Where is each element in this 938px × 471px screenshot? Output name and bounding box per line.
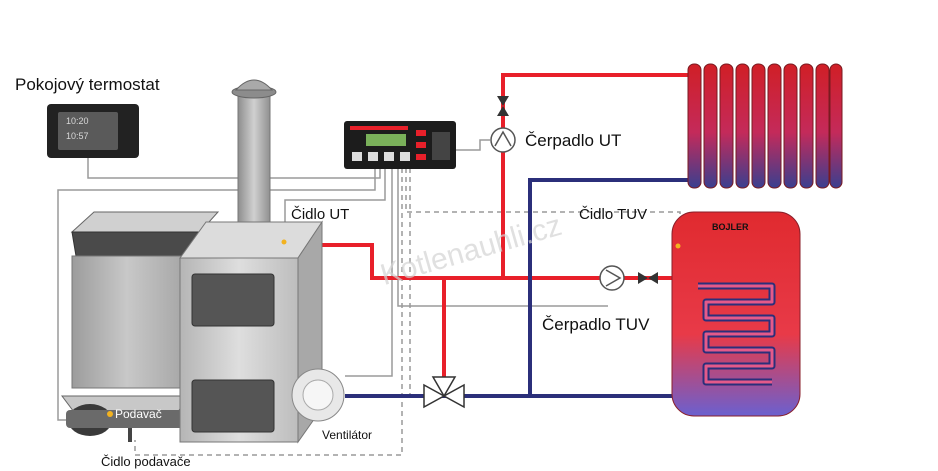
label-fan: Ventilátor [322, 428, 372, 442]
fan [291, 368, 345, 422]
thermostat-time: 10:20 [66, 116, 89, 126]
valve-tuv [638, 272, 658, 284]
hot-water-tank: BOJLER [671, 211, 801, 417]
pump-ut [490, 96, 516, 153]
room-thermostat: 10:20 10:57 [47, 104, 139, 158]
boiler-supply-pipe [322, 243, 696, 280]
fan-wire [345, 168, 393, 377]
pump-tuv-wire [397, 168, 608, 307]
thermostat-wire [87, 158, 381, 179]
label-sensor-tuv: Čidlo TUV [579, 206, 647, 223]
feeder-sensor-wire [134, 168, 403, 456]
pellet-hopper [61, 211, 220, 442]
radiator-supply-pipe [501, 73, 690, 278]
chimney [231, 79, 277, 243]
feeder-dot [107, 411, 113, 417]
valve-ut [497, 96, 509, 116]
label-room-thermostat: Pokojový termostat [15, 75, 160, 94]
tank-label: BOJLER [712, 222, 749, 232]
sensor-tuv-dot [675, 243, 681, 249]
label-sensor-ut: Čidlo UT [291, 206, 349, 223]
mixing-valve [423, 376, 465, 409]
label-feeder: Podavač [115, 407, 162, 421]
radiator [687, 63, 843, 189]
sensor-ut-dot [281, 239, 287, 245]
pump-tuv [599, 265, 658, 291]
pump-ut-wire [455, 139, 490, 151]
label-feeder-sensor: Čidlo podavače [101, 454, 191, 469]
label-pump-tuv: Čerpadlo TUV [542, 315, 650, 334]
hot-pipes [322, 73, 696, 383]
label-pump-ut: Čerpadlo UT [525, 131, 621, 150]
radiator-return-pipe [528, 178, 690, 398]
thermostat-temp: 10:57 [66, 131, 89, 141]
controller [344, 121, 456, 169]
sensor-ut-wire [284, 168, 386, 238]
